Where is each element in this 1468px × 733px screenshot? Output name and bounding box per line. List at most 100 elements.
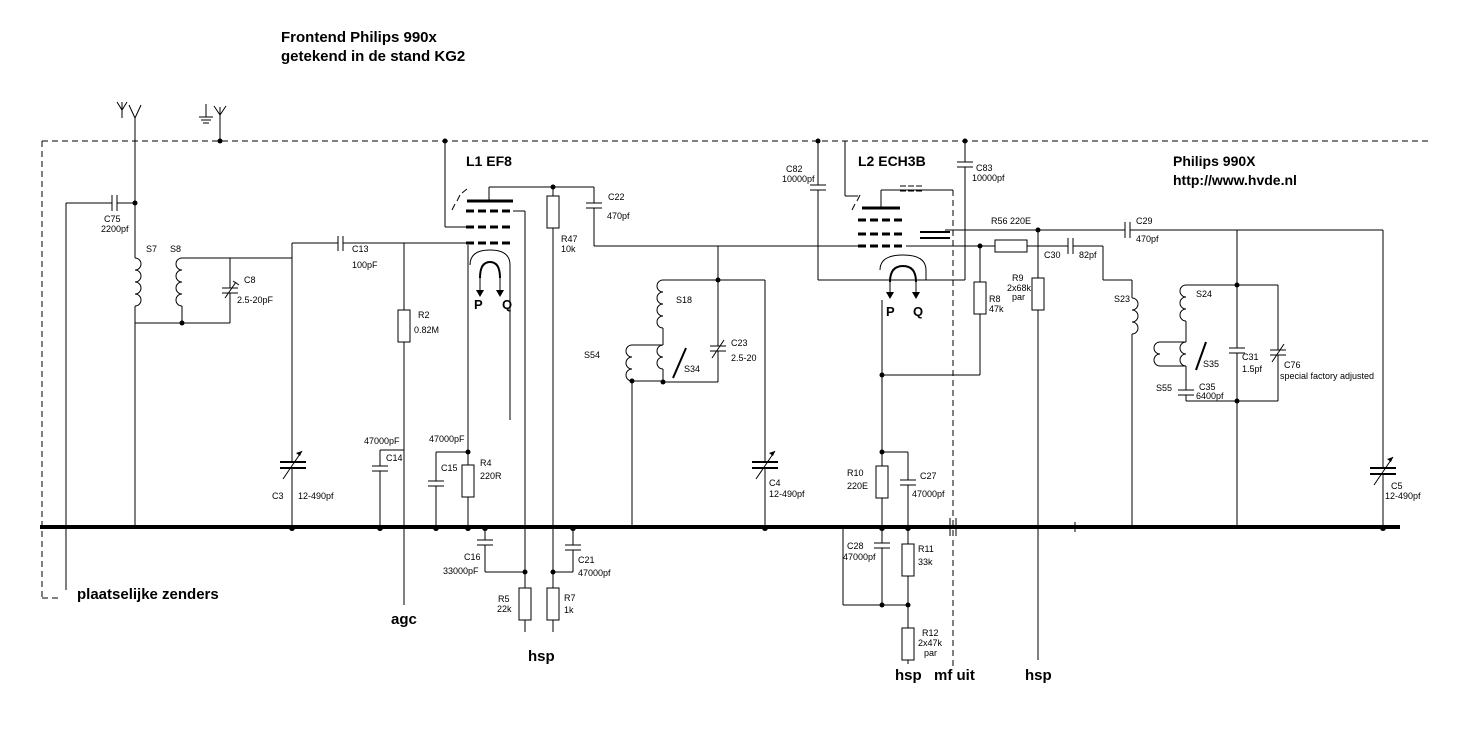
label-c5: C5: [1391, 481, 1403, 491]
title-line1: Frontend Philips 990x: [281, 29, 438, 46]
label-c83: C83: [976, 163, 993, 173]
tube-l1-q: Q: [502, 297, 512, 312]
label-hsp-1: hsp: [528, 648, 555, 665]
label-agc: agc: [391, 611, 417, 628]
label-s8: S8: [170, 244, 181, 254]
label-c15v: 47000pF: [429, 434, 465, 444]
tube-l1: L1 EF8 P Q: [444, 141, 556, 572]
title-line2: getekend in de stand KG2: [281, 48, 465, 65]
label-c3: C3: [272, 491, 284, 501]
label-r7v: 1k: [564, 605, 574, 615]
label-c14v: 47000pF: [364, 436, 400, 446]
label-c13: C13: [352, 244, 369, 254]
label-c16: C16: [464, 552, 481, 562]
label-c76v: special factory adjusted: [1280, 371, 1374, 381]
label-c5v: 12-490pf: [1385, 491, 1421, 501]
label-r7: R7: [564, 593, 576, 603]
label-s24: S24: [1196, 289, 1212, 299]
shield-lines: [41, 140, 1430, 670]
tube-l2-label: L2 ECH3B: [858, 153, 926, 169]
antenna-icon: [116, 101, 142, 203]
earth-icon: [199, 104, 227, 141]
tube-l2: L2 ECH3B P Q: [810, 141, 995, 319]
mid-section: [477, 186, 858, 632]
label-c21v: 47000pf: [578, 568, 611, 578]
label-r2v: 0.82M: [414, 325, 439, 335]
label-s55: S55: [1156, 383, 1172, 393]
label-c35v: 6400pf: [1196, 391, 1224, 401]
label-r10v: 220E: [847, 481, 868, 491]
label-c82: C82: [786, 164, 803, 174]
label-c29: C29: [1136, 216, 1153, 226]
label-c23: C23: [731, 338, 748, 348]
label-s7: S7: [146, 244, 157, 254]
label-c27: C27: [920, 471, 937, 481]
label-c21: C21: [578, 555, 595, 565]
label-r11: R11: [918, 544, 934, 554]
label-r56: R56 220E: [991, 216, 1031, 226]
label-hsp-3: hsp: [1025, 667, 1052, 684]
label-c22: C22: [608, 192, 625, 202]
label-c4: C4: [769, 478, 781, 488]
label-r9v2: par: [1012, 292, 1025, 302]
input-section: [65, 195, 475, 605]
label-s34: S34: [684, 364, 700, 374]
label-c13v: 100pF: [352, 260, 378, 270]
label-c35: C35: [1199, 382, 1216, 392]
label-c23v: 2.5-20: [731, 353, 757, 363]
label-c27v: 47000pf: [912, 489, 945, 499]
label-c76: C76: [1284, 360, 1301, 370]
label-r9v1: 2x68k: [1007, 283, 1032, 293]
l2-section: [842, 141, 1383, 664]
label-r8v: 47k: [989, 304, 1004, 314]
label-c3v: 12-490pf: [298, 491, 334, 501]
label-r5v: 22k: [497, 604, 512, 614]
label-c31: C31: [1242, 352, 1259, 362]
label-c15: C15: [441, 463, 458, 473]
label-r12v2: par: [924, 648, 937, 658]
tube-l1-p: P: [474, 297, 483, 312]
label-c75v: 2200pf: [101, 224, 129, 234]
tube-l1-label: L1 EF8: [466, 153, 512, 169]
label-c4v: 12-490pf: [769, 489, 805, 499]
label-s54: S54: [584, 350, 600, 360]
label-r47v: 10k: [561, 244, 576, 254]
label-r47: R47: [561, 234, 578, 244]
label-r4: R4: [480, 458, 492, 468]
label-r5: R5: [498, 594, 510, 604]
label-c29v: 470pf: [1136, 234, 1159, 244]
label-c30v: 82pf: [1079, 250, 1097, 260]
label-hsp-2: hsp: [895, 667, 922, 684]
label-c75: C75: [104, 214, 121, 224]
label-c8v: 2.5-20pF: [237, 295, 274, 305]
label-c28v: 47000pf: [843, 552, 876, 562]
label-mf-uit: mf uit: [934, 667, 975, 684]
label-c28: C28: [847, 541, 864, 551]
label-c83v: 10000pf: [972, 173, 1005, 183]
tube-l2-p: P: [886, 304, 895, 319]
label-c14: C14: [386, 453, 403, 463]
label-r8: R8: [989, 294, 1001, 304]
tube-l2-q: Q: [913, 304, 923, 319]
label-r10: R10: [847, 468, 864, 478]
label-r12v1: 2x47k: [918, 638, 943, 648]
brand-name: Philips 990X: [1173, 153, 1256, 169]
label-c31v: 1.5pf: [1242, 364, 1263, 374]
label-c22v: 470pf: [607, 211, 630, 221]
label-c30: C30: [1044, 250, 1061, 260]
rail-dots: [289, 525, 1386, 531]
label-r4v: 220R: [480, 471, 502, 481]
label-r9: R9: [1012, 273, 1024, 283]
label-r2: R2: [418, 310, 430, 320]
label-s35: S35: [1203, 359, 1219, 369]
label-r12: R12: [922, 628, 939, 638]
osc-section: [1153, 230, 1396, 527]
label-r11v: 33k: [918, 557, 933, 567]
brand-url: http://www.hvde.nl: [1173, 172, 1297, 188]
label-s23: S23: [1114, 294, 1130, 304]
label-c16v: 33000pF: [443, 566, 479, 576]
label-plaatselijke-zenders: plaatselijke zenders: [77, 586, 219, 603]
label-c8: C8: [244, 275, 256, 285]
label-s18: S18: [676, 295, 692, 305]
